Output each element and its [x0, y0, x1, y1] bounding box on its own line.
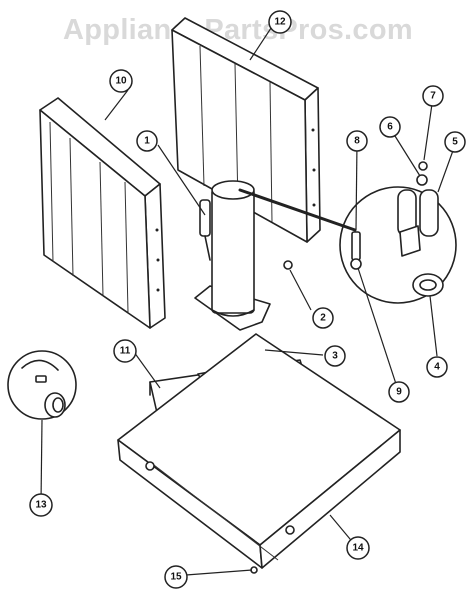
callout-label: 8 — [354, 136, 360, 147]
overload-detail-part-13 — [7, 350, 77, 420]
watermark-text: AppliancePartsPros.com — [63, 14, 413, 46]
callout-8: 8 — [346, 130, 368, 152]
callout-label: 13 — [35, 500, 47, 511]
callout-label: 14 — [352, 543, 364, 554]
callout-label: 4 — [434, 362, 440, 373]
capacitor-detail-circle — [339, 161, 457, 304]
callout-1: 1 — [136, 130, 158, 152]
callout-label: 1 — [144, 136, 150, 147]
evaporator-coil-part-12 — [171, 17, 321, 243]
callout-label: 6 — [387, 122, 393, 133]
callout-2: 2 — [312, 307, 334, 329]
callout-14: 14 — [346, 536, 370, 560]
callout-9: 9 — [388, 381, 410, 403]
condenser-coil-part-10 — [39, 97, 166, 329]
callout-label: 2 — [320, 313, 326, 324]
callout-4: 4 — [426, 356, 448, 378]
callout-10: 10 — [109, 69, 133, 93]
callout-label: 12 — [274, 17, 286, 28]
callout-15: 15 — [164, 565, 188, 589]
leader-lines — [40, 21, 456, 576]
callout-label: 9 — [396, 387, 402, 398]
callout-label: 15 — [170, 572, 182, 583]
callout-label: 10 — [115, 76, 127, 87]
callout-5: 5 — [444, 131, 466, 153]
callout-11: 11 — [113, 339, 137, 363]
grommet-part-2 — [283, 260, 293, 270]
callout-7: 7 — [422, 85, 444, 107]
callout-13: 13 — [29, 493, 53, 517]
callout-label: 5 — [452, 137, 458, 148]
callout-label: 7 — [430, 91, 436, 102]
compressor-part-1 — [194, 180, 357, 331]
callout-label: 3 — [332, 351, 338, 362]
callout-label: 11 — [120, 346, 131, 357]
callout-12: 12 — [268, 10, 292, 34]
callout-6: 6 — [379, 116, 401, 138]
base-pan-part-14 — [117, 333, 401, 574]
callout-3: 3 — [324, 345, 346, 367]
